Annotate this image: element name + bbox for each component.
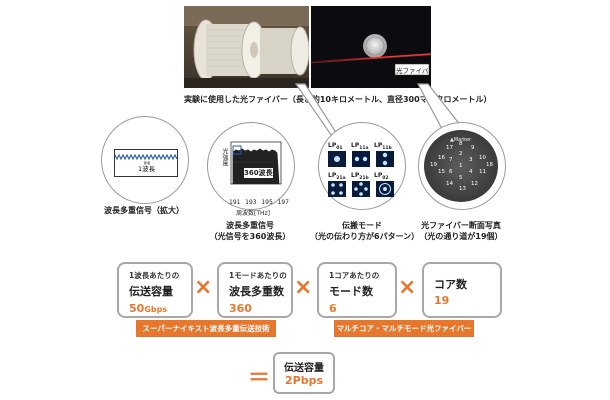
spectrum-xtick: 195	[261, 199, 272, 206]
core-number: 2	[459, 151, 463, 157]
metric-value: 6	[329, 302, 337, 315]
metric-value: 19	[434, 294, 449, 307]
equals-sign: ＝	[248, 360, 270, 392]
cross-section-photo: ▲Marker 1 2 3 4 5 6 7 8 9 10 11 12 13 14…	[424, 130, 498, 202]
core-number: 3	[469, 157, 473, 163]
one-wavelength-label: 1波長	[138, 163, 155, 173]
core-number: 7	[449, 157, 453, 163]
mode-label: LP21b	[351, 172, 369, 181]
result-box: 伝送容量 2Pbps	[273, 352, 335, 394]
core-number: 18	[486, 162, 493, 168]
circle-label-line: （光の通り道が19個）	[410, 231, 512, 242]
core-number: 5	[459, 175, 463, 181]
metric-title: 伝送容量	[129, 283, 173, 299]
multiply-sign: ×	[294, 275, 312, 300]
core-number: 8	[459, 141, 463, 147]
core-number: 11	[479, 169, 486, 175]
metric-box-wavelengths: 1モードあたりの 波長多重数 360	[217, 262, 293, 318]
core-number: 10	[479, 155, 486, 161]
metric-title: モード数	[329, 283, 373, 299]
core-number: 15	[438, 169, 445, 175]
circle-label-line: 伝搬モード	[310, 220, 414, 231]
metric-title: 波長多重数	[229, 283, 284, 299]
mode-label: LP11a	[351, 142, 369, 151]
mode-label: LP01	[328, 142, 343, 151]
circle-label-line: 波長多重信号	[204, 220, 296, 231]
core-number: 16	[438, 155, 445, 161]
metric-box-modes: 1コアあたりの モード数 6	[317, 262, 397, 318]
metric-box-capacity: 1波長あたりの 伝送容量 50Gbps	[117, 262, 193, 318]
metric-title: コア数	[434, 276, 467, 292]
circle-label-2: 波長多重信号 （光信号を360波長）	[204, 220, 296, 242]
result-label: 伝送容量	[284, 359, 324, 374]
metric-box-cores: コア数 19	[422, 262, 502, 318]
core-number: 19	[430, 162, 437, 168]
spectrum-xticks: 191 193 195 197	[229, 199, 289, 206]
multiply-sign: ×	[194, 275, 212, 300]
spectrum-annotation: 360波長	[244, 168, 273, 178]
core-number: 1	[459, 163, 463, 169]
spectrum-xtick: 193	[245, 199, 256, 206]
spectrum-ylabel: 光強度	[220, 148, 229, 166]
result-value: 2Pbps	[285, 374, 323, 387]
core-number: 4	[469, 169, 473, 175]
tech-band-multicore: マルチコア・マルチモード光ファイバー	[334, 320, 474, 337]
metric-value: 50Gbps	[129, 302, 167, 315]
spectrum-xlabel: 周波数[THz]	[236, 208, 270, 217]
metric-small: 1波長あたりの	[129, 270, 179, 281]
circle-label-1: 波長多重信号（拡大）	[104, 205, 184, 216]
core-number: 17	[446, 145, 453, 151]
circle-label-line: 光ファイバー断面写真	[410, 220, 512, 231]
metric-value: 360	[229, 302, 252, 315]
tech-band-super-nyquist: スーパーナイキスト波長多重伝送技術	[136, 320, 276, 337]
mode-grid: LP01 LP11a LP11b LP21a LP21b LP02	[326, 142, 398, 200]
core-number: 14	[446, 181, 453, 187]
core-number: 9	[471, 145, 475, 151]
circle-label-line: （光信号を360波長）	[204, 231, 296, 242]
circle-label-line: 波長多重信号（拡大）	[104, 205, 184, 216]
circle-label-3: 伝搬モード （光の伝わり方が6パターン）	[310, 220, 414, 242]
mode-label: LP11b	[374, 142, 392, 151]
metric-small: 1コアあたりの	[329, 270, 379, 281]
multiply-sign: ×	[398, 275, 416, 300]
spectrum-xtick: 191	[229, 199, 240, 206]
mode-label: LP21a	[328, 172, 346, 181]
circle-label-line: （光の伝わり方が6パターン）	[310, 231, 414, 242]
spectrum-xtick: 197	[278, 199, 289, 206]
circle-label-4: 光ファイバー断面写真 （光の通り道が19個）	[410, 220, 512, 242]
core-number: 13	[459, 186, 466, 192]
mode-label: LP02	[374, 172, 389, 181]
core-number: 6	[449, 169, 453, 175]
metric-small: 1モードあたりの	[229, 270, 287, 281]
core-number: 12	[471, 181, 478, 187]
